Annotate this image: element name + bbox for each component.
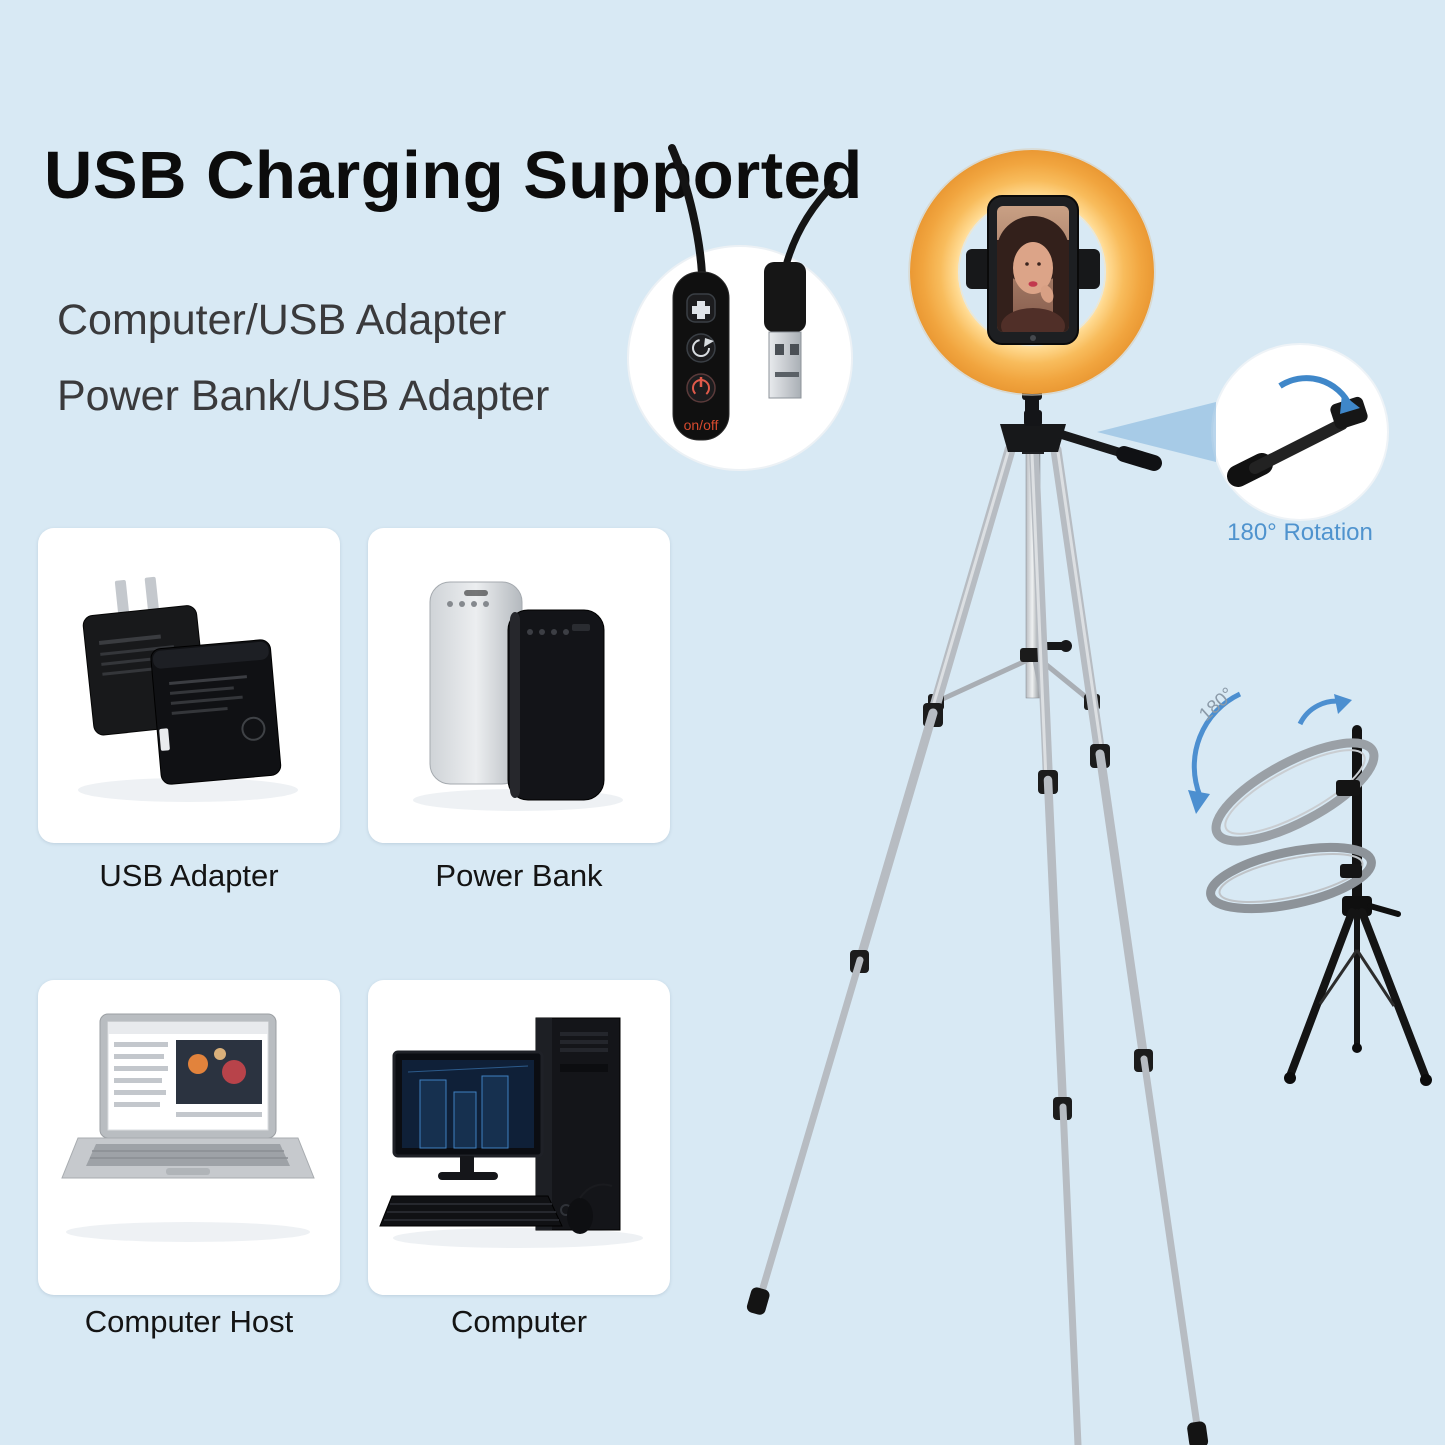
pan-handle xyxy=(1055,429,1133,460)
brightness-plus-button-icon xyxy=(686,293,716,323)
power-source-line-2: Power Bank/USB Adapter xyxy=(57,372,550,420)
product-card-computer xyxy=(368,980,670,1295)
rotation-inset: 180° Rotation xyxy=(1097,343,1389,546)
card-label-computer: Computer xyxy=(450,1304,588,1339)
card-label-power-bank: Power Bank xyxy=(435,858,603,893)
mini-tripod-icon xyxy=(1284,896,1432,1086)
zoom-beam xyxy=(1097,402,1216,462)
phone-clamp-left xyxy=(966,249,994,289)
product-card-power-bank xyxy=(368,528,670,843)
mouse-icon xyxy=(567,1183,613,1234)
power-bank-illustration xyxy=(413,581,623,811)
monitor-icon xyxy=(392,1050,544,1180)
page-title: USB Charging Supported xyxy=(44,137,863,213)
computer-tower-icon xyxy=(535,1017,621,1231)
desktop-illustration xyxy=(379,1017,643,1248)
tripod-leg-front xyxy=(1029,447,1082,1445)
product-card-usb-adapter xyxy=(38,528,340,843)
power-source-line-1: Computer/USB Adapter xyxy=(57,296,507,344)
phone-screen-selfie xyxy=(997,216,1069,332)
rotation-small-label: 180° xyxy=(1195,684,1238,726)
tripod-foot xyxy=(1187,1421,1209,1445)
tilted-ring-lower-icon xyxy=(1206,842,1376,914)
power-bank-black-icon xyxy=(507,609,605,801)
tripod-leg-left xyxy=(746,444,1016,1315)
rotation-label: 180° Rotation xyxy=(1227,519,1373,546)
tripod-center-column xyxy=(1025,451,1041,699)
rotation-demo-illustration: 180° xyxy=(1188,684,1432,1086)
keyboard-icon xyxy=(379,1195,563,1227)
remote-onoff-label: on/off xyxy=(684,417,719,433)
tripod-crank-handle xyxy=(1060,640,1072,652)
tripod-leg-right xyxy=(1050,444,1209,1445)
inline-remote-control: on/off xyxy=(672,271,730,441)
tripod-foot xyxy=(746,1287,770,1315)
pan-handle-closeup-icon xyxy=(1227,396,1368,487)
rotation-arc-arrow-small xyxy=(1297,698,1345,726)
usb-plug-icon xyxy=(764,262,806,399)
product-card-computer-host xyxy=(38,980,340,1295)
usb-adapter-illustration xyxy=(78,576,298,802)
laptop-icon xyxy=(61,1013,315,1179)
tilted-ring-upper-icon xyxy=(1211,738,1379,846)
phone-clamp-right xyxy=(1072,249,1100,289)
power-bank-silver-icon xyxy=(429,581,523,785)
usb-wall-plug-front-icon xyxy=(150,639,282,785)
phone-in-holder xyxy=(966,195,1100,345)
rotation-arc-arrow xyxy=(1191,691,1242,797)
ring-light xyxy=(908,148,1156,414)
tripod xyxy=(746,410,1209,1445)
rotation-arrow xyxy=(1278,375,1353,408)
card-label-usb-adapter: USB Adapter xyxy=(99,858,279,893)
tripod-head xyxy=(1000,410,1162,471)
mode-cycle-button-icon xyxy=(686,333,716,363)
power-button-icon xyxy=(686,373,716,403)
laptop-illustration xyxy=(61,1013,315,1242)
card-label-computer-host: Computer Host xyxy=(84,1304,294,1339)
